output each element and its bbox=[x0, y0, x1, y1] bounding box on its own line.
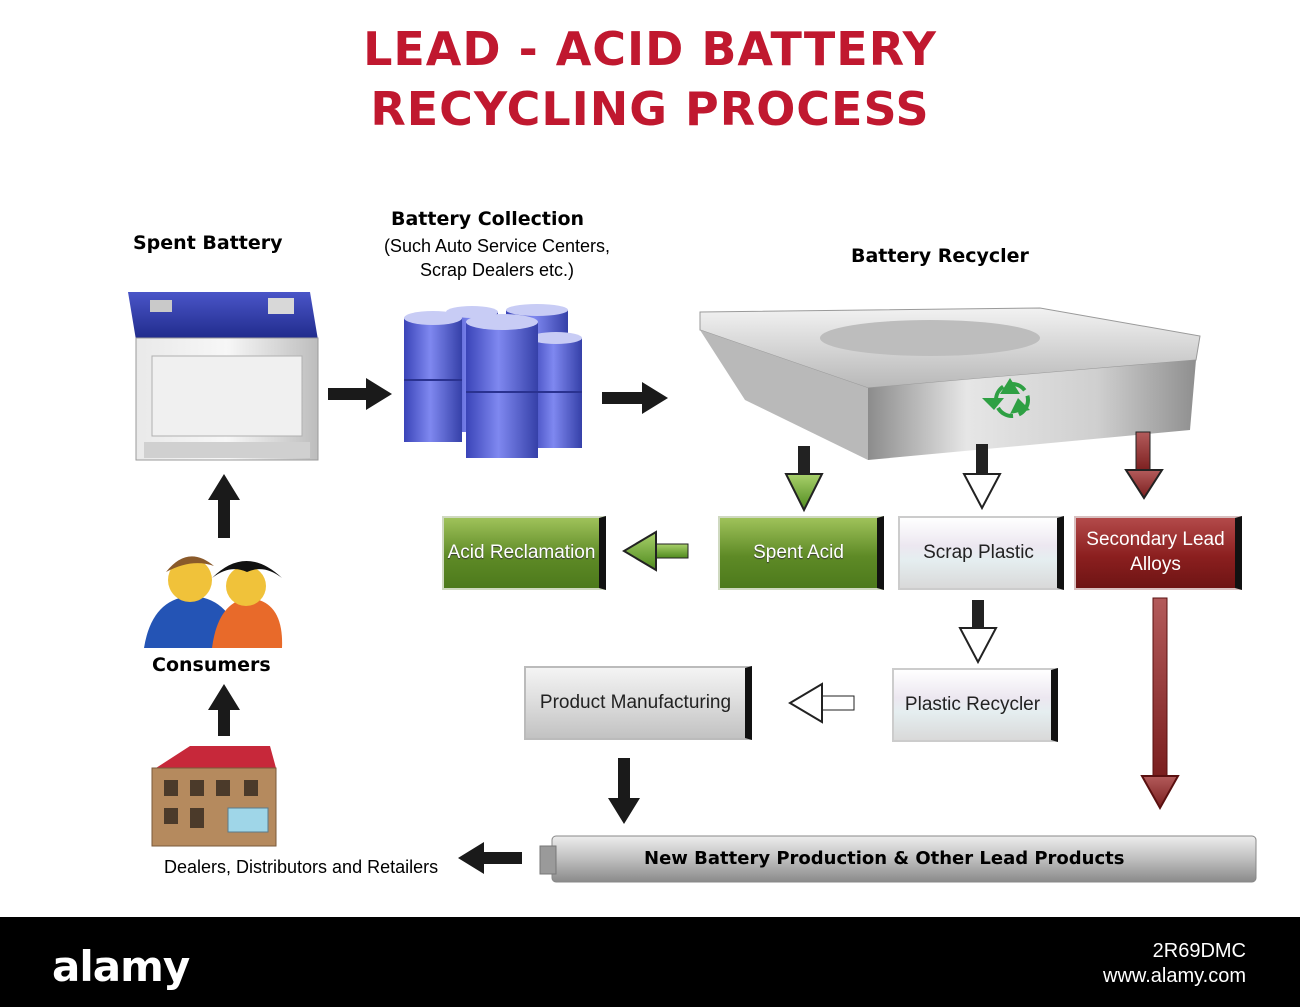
acid-reclamation-box: Acid Reclamation bbox=[442, 516, 606, 590]
footer-image-id: 2R69DMC bbox=[1152, 940, 1246, 962]
arrow-to-product-manufacturing bbox=[788, 682, 855, 724]
plastic-recycler-box: Plastic Recycler bbox=[892, 668, 1058, 742]
arrow-to-spent-acid bbox=[784, 446, 824, 513]
arrow-to-acid-reclamation bbox=[622, 530, 689, 572]
arrow-lead-to-production bbox=[1140, 597, 1180, 811]
secondary-lead-alloys-box: Secondary Lead Alloys bbox=[1074, 516, 1242, 590]
battery-icon bbox=[128, 292, 319, 461]
arrow-to-scrap-plastic bbox=[962, 444, 1002, 511]
scrap-plastic-box: Scrap Plastic bbox=[898, 516, 1064, 590]
page-title-line1: LEAD - ACID BATTERY bbox=[363, 22, 937, 76]
arrow-dealers-to-consumers bbox=[208, 684, 240, 736]
consumers-icon bbox=[144, 556, 283, 648]
production-pipe-label: New Battery Production & Other Lead Prod… bbox=[644, 848, 1125, 869]
page-title-line2: RECYCLING PROCESS bbox=[370, 82, 930, 136]
secondary-lead-line1: Secondary Lead bbox=[1086, 529, 1225, 551]
dealers-label: Dealers, Distributors and Retailers bbox=[164, 857, 439, 877]
arrow-consumers-to-battery bbox=[208, 474, 240, 538]
footer-logo: alamy bbox=[52, 942, 190, 991]
consumers-label: Consumers bbox=[152, 654, 271, 676]
battery-collection-desc-1: (Such Auto Service Centers, bbox=[383, 236, 611, 256]
arrow-production-to-dealers bbox=[458, 842, 522, 874]
footer-bar: alamy 2R69DMC www.alamy.com bbox=[0, 917, 1300, 1007]
arrow-manufacturing-to-production bbox=[608, 758, 640, 824]
recycler-tray-icon bbox=[699, 307, 1201, 460]
battery-recycler-label: Battery Recycler bbox=[851, 245, 1029, 267]
arrow-battery-to-collection bbox=[328, 378, 392, 410]
spent-battery-label: Spent Battery bbox=[133, 232, 283, 254]
production-pipe bbox=[539, 835, 1257, 883]
arrow-to-plastic-recycler bbox=[958, 600, 998, 665]
footer-url: www.alamy.com bbox=[1103, 965, 1246, 987]
diagram-canvas bbox=[128, 292, 1257, 883]
flow-arrows bbox=[208, 378, 668, 874]
footer-image-info: 2R69DMC www.alamy.com bbox=[1103, 939, 1246, 989]
arrow-collection-to-recycler bbox=[602, 382, 668, 414]
store-building-icon bbox=[151, 746, 277, 847]
spent-acid-box: Spent Acid bbox=[718, 516, 884, 590]
barrels-icon bbox=[404, 304, 582, 458]
recycle-symbol-icon bbox=[982, 378, 1030, 418]
battery-collection-label: Battery Collection bbox=[391, 208, 585, 230]
arrow-to-secondary-lead bbox=[1124, 431, 1164, 500]
battery-collection-desc-2: Scrap Dealers etc.) bbox=[419, 260, 575, 280]
product-manufacturing-box: Product Manufacturing bbox=[524, 666, 752, 740]
secondary-lead-line2: Alloys bbox=[1130, 554, 1181, 575]
